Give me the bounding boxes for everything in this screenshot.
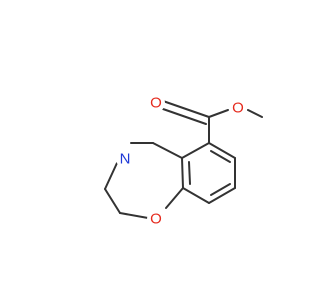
bond-c9a-c5a — [181, 157, 184, 189]
atom-bg — [116, 150, 134, 168]
bond-c6-c7-inner — [210, 150, 231, 163]
atom-n-nitrogen: N — [116, 150, 134, 168]
atom-bg — [229, 99, 247, 117]
bond-c3-c2 — [104, 188, 121, 214]
bond-carbonyl-c-o-ester — [208, 109, 229, 118]
bond-carbonyl-double-2 — [162, 108, 207, 125]
atom-label-o-carbonyl: O — [150, 95, 162, 112]
bond-carbonyl-double-1 — [162, 100, 210, 118]
bond-c9a-c5a-inner — [188, 161, 191, 185]
bond-layer — [104, 100, 263, 219]
bond-c5a-c6 — [181, 142, 210, 159]
atom-o-ester: O — [229, 99, 247, 117]
atom-label-n: N — [120, 151, 131, 168]
atom-layer: N O O O — [116, 94, 247, 228]
bond-c5a-c5 — [152, 142, 183, 159]
bond-n4-c3 — [104, 162, 118, 190]
bond-c8-c9 — [208, 187, 236, 204]
atom-label-o-ester: O — [232, 100, 244, 117]
bond-c9-c9a — [182, 187, 210, 204]
bond-c8-c9-inner — [210, 183, 231, 196]
bond-o1-c9a — [165, 187, 184, 209]
molecule-structure: N O O O — [104, 94, 263, 228]
bond-c6-c7 — [208, 142, 236, 159]
bond-c2-o1 — [119, 212, 149, 219]
atom-bg — [147, 94, 165, 112]
atom-o-carbonyl: O — [147, 94, 165, 112]
atom-bg — [147, 210, 165, 228]
bond-o-ester-methyl — [247, 109, 263, 118]
atom-label-o-ring: O — [150, 211, 162, 228]
atom-o-ring: O — [147, 210, 165, 228]
